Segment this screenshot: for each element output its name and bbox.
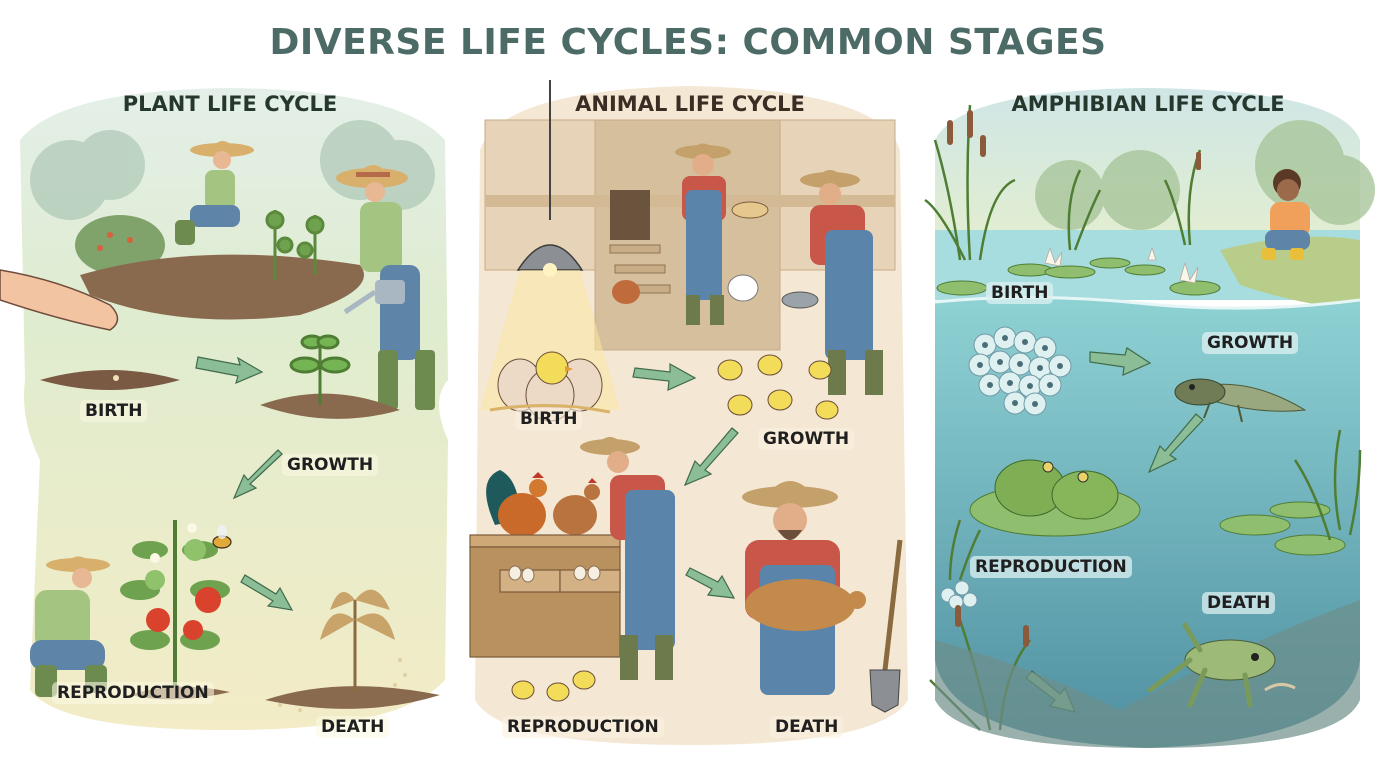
gardener-crouching-icon (30, 556, 110, 697)
frogs-on-lily-pad-icon (969, 459, 1141, 537)
amphibian-illustration (924, 88, 1375, 748)
water-lily-icon (1044, 246, 1199, 284)
farmer-in-barn-icon (675, 143, 769, 325)
amphibian-stage-death: DEATH (1202, 592, 1276, 614)
plant-stage-reproduction: REPRODUCTION (52, 682, 214, 704)
animal-stage-birth: BIRTH (515, 408, 583, 430)
rooster-icon (486, 470, 547, 537)
plant-panel-title: PLANT LIFE CYCLE (122, 92, 338, 116)
chicks-icon (717, 354, 839, 420)
plant-stage-growth: GROWTH (282, 454, 379, 476)
plant-illustration (0, 88, 448, 730)
plant-stage-birth: BIRTH (80, 400, 148, 422)
animal-illustration (469, 80, 908, 745)
arrow-icon (195, 356, 294, 611)
farmer-collecting-eggs-icon (580, 437, 675, 680)
amphibian-stage-growth: GROWTH (1202, 332, 1299, 354)
animal-stage-growth: GROWTH (758, 428, 855, 450)
amphibian-stage-birth: BIRTH (986, 282, 1054, 304)
dead-frog-icon (1147, 622, 1296, 708)
child-crouching-icon (1262, 169, 1310, 260)
farmer-feeding-icon (781, 170, 883, 395)
animal-stage-death: DEATH (770, 716, 844, 738)
amphibian-stage-reproduction: REPRODUCTION (970, 556, 1132, 578)
frog-eggs-icon (968, 326, 1072, 416)
bee-icon (212, 525, 232, 549)
shovel-icon (869, 539, 903, 713)
amphibian-life-cycle-panel: AMPHIBIAN LIFE CYCLE BIRTH GROWTH REPROD… (920, 80, 1376, 750)
nesting-box-icon (469, 534, 621, 658)
hen-icon (553, 478, 600, 535)
page-title: DIVERSE LIFE CYCLES: COMMON STAGES (269, 22, 1107, 63)
gardener-watering-icon (336, 165, 435, 410)
amphibian-panel-title: AMPHIBIAN LIFE CYCLE (1011, 92, 1285, 116)
gardener-kneeling-icon (175, 141, 254, 245)
animal-stage-reproduction: REPRODUCTION (502, 716, 664, 738)
hen-icon (612, 274, 759, 304)
hand-planting-seed-icon (0, 269, 180, 390)
farmer-holding-hen-icon (742, 481, 866, 695)
animal-life-cycle-panel: ANIMAL LIFE CYCLE BIRTH GROWTH REPRODUCT… (460, 80, 920, 750)
plant-stage-death: DEATH (316, 716, 390, 738)
wilted-plant-icon (265, 589, 440, 712)
tadpole-icon (1174, 378, 1307, 423)
arrow-icon (632, 362, 739, 599)
animal-panel-title: ANIMAL LIFE CYCLE (575, 92, 805, 116)
seedling-icon (289, 334, 351, 405)
plant-life-cycle-panel: PLANT LIFE CYCLE BIRTH GROWTH REPRODUCTI… (0, 80, 460, 750)
